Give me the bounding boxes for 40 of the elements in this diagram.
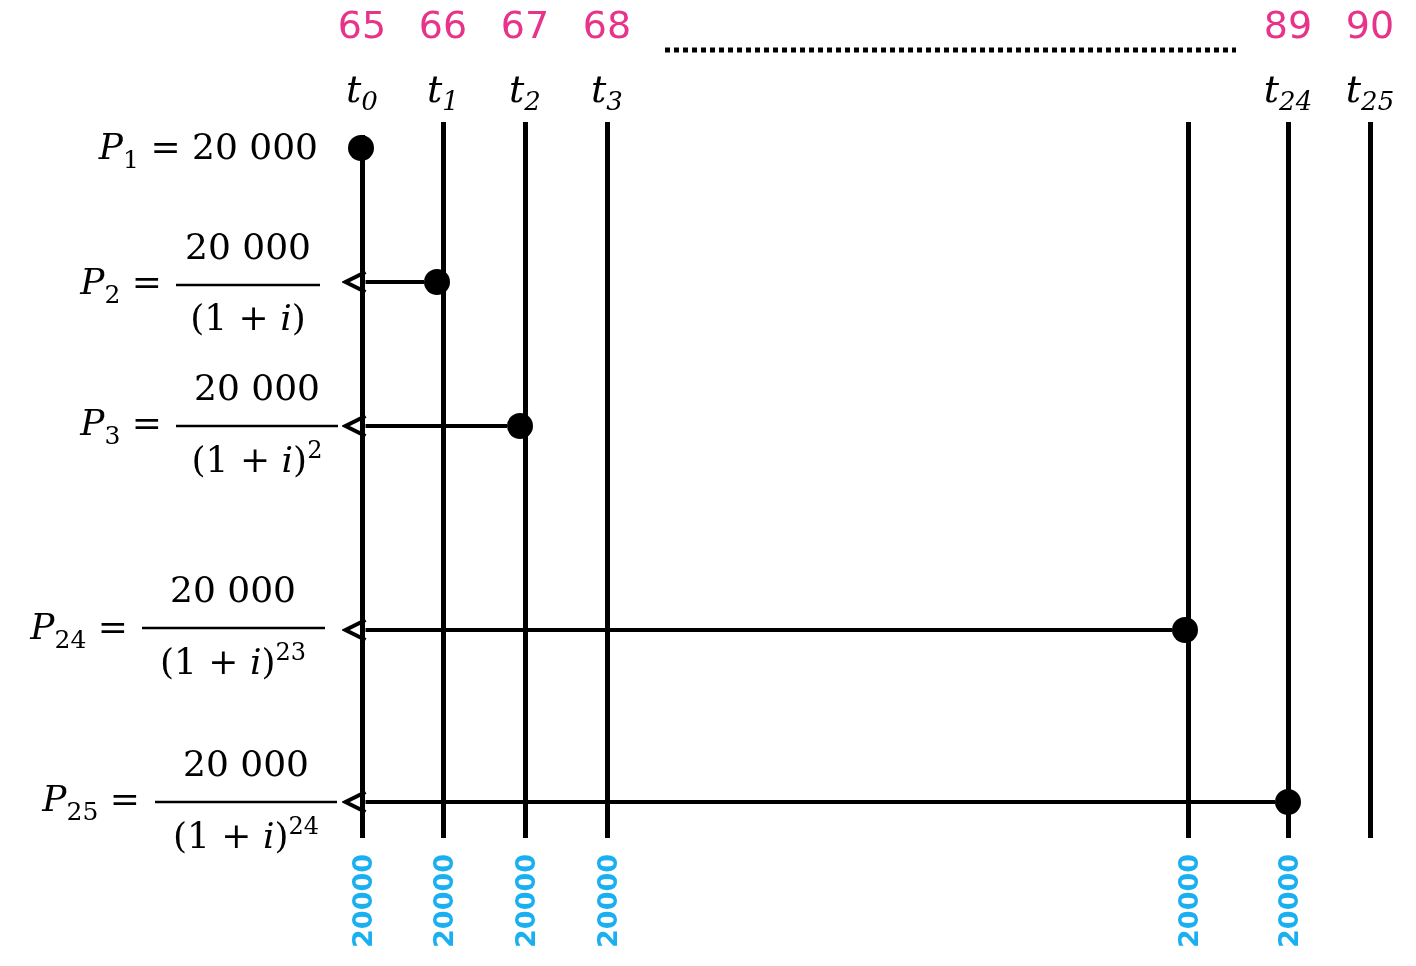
formula-text: (1 + i)$^{24}$ bbox=[172, 814, 320, 854]
arrow bbox=[343, 618, 1172, 642]
formula-text: P$_{25}$ = bbox=[42, 780, 140, 824]
time-label: t$_{3}$ bbox=[591, 70, 623, 114]
time-label: t$_{0}$ bbox=[346, 70, 378, 114]
point-dot bbox=[1275, 789, 1301, 815]
formula-text: 20 000 bbox=[183, 746, 309, 782]
payment-amount: 20000 bbox=[1274, 854, 1302, 948]
payment-amount: 20000 bbox=[1174, 854, 1202, 948]
formula-text: P$_{24}$ = bbox=[30, 608, 128, 652]
arrow bbox=[343, 270, 424, 294]
time-label: t$_{2}$ bbox=[509, 70, 541, 114]
point-dot bbox=[1172, 617, 1198, 643]
time-label: t$_{1}$ bbox=[427, 70, 459, 114]
formula-text: (1 + i)$^{23}$ bbox=[159, 640, 307, 680]
payment-amount: 20000 bbox=[511, 854, 539, 948]
payment-amount: 20000 bbox=[348, 854, 376, 948]
formula-text: P$_{2}$ = bbox=[80, 263, 162, 307]
formula-text: P$_{3}$ = bbox=[80, 404, 162, 448]
formula-text: 20 000 bbox=[170, 572, 296, 608]
payment-amount: 20000 bbox=[429, 854, 457, 948]
age-label: 68 bbox=[582, 6, 632, 44]
time-label: t$_{24}$ bbox=[1263, 70, 1313, 114]
age-label: 65 bbox=[337, 6, 387, 44]
age-label: 90 bbox=[1345, 6, 1395, 44]
point-dot bbox=[424, 269, 450, 295]
arrow bbox=[343, 790, 1275, 814]
age-label: 67 bbox=[500, 6, 550, 44]
age-label: 66 bbox=[418, 6, 468, 44]
time-label: t$_{25}$ bbox=[1345, 70, 1395, 114]
arrow bbox=[343, 414, 507, 438]
age-label: 89 bbox=[1263, 6, 1313, 44]
formula-text: P$_{1}$ = 20 000 bbox=[98, 128, 318, 172]
point-dot bbox=[348, 135, 374, 161]
payment-amount: 20000 bbox=[593, 854, 621, 948]
point-dot bbox=[507, 413, 533, 439]
formula-text: 20 000 bbox=[194, 370, 320, 406]
formula-text: 20 000 bbox=[185, 229, 311, 265]
formula-text: (1 + i)$^{2}$ bbox=[191, 438, 323, 478]
formula-text: (1 + i) bbox=[190, 300, 306, 336]
